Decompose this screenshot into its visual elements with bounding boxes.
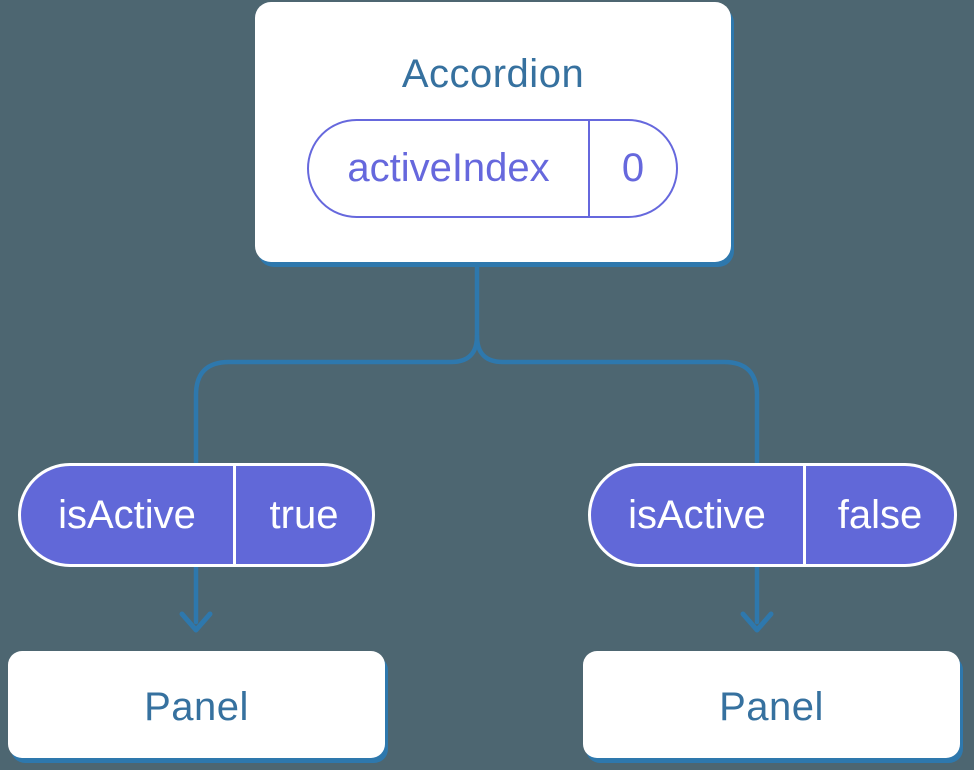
arrow-down-icon	[179, 611, 213, 633]
accordion-node-card: Accordion activeIndex 0	[255, 2, 731, 262]
panel-node-title: Panel	[719, 685, 824, 729]
connector-root-to-left-child	[193, 255, 480, 471]
prop-pill-isactive-left: isActive true	[18, 463, 375, 567]
panel-node-card-right: Panel	[583, 651, 960, 758]
panel-node-card-left: Panel	[8, 651, 385, 758]
prop-pill-isactive-right: isActive false	[588, 463, 957, 567]
accordion-node-title: Accordion	[401, 52, 585, 96]
state-pill-activeindex: activeIndex 0	[307, 119, 678, 218]
prop-pill-value: true	[269, 492, 339, 537]
prop-pill-name: isActive	[591, 466, 806, 564]
state-pill-value: 0	[621, 146, 645, 190]
prop-pill-name: isActive	[21, 466, 236, 564]
arrow-down-icon	[740, 611, 774, 633]
connector-root-to-right-child	[474, 333, 760, 471]
prop-pill-value: false	[837, 492, 923, 537]
state-pill-name: activeIndex	[309, 121, 590, 216]
panel-node-title: Panel	[144, 685, 249, 729]
